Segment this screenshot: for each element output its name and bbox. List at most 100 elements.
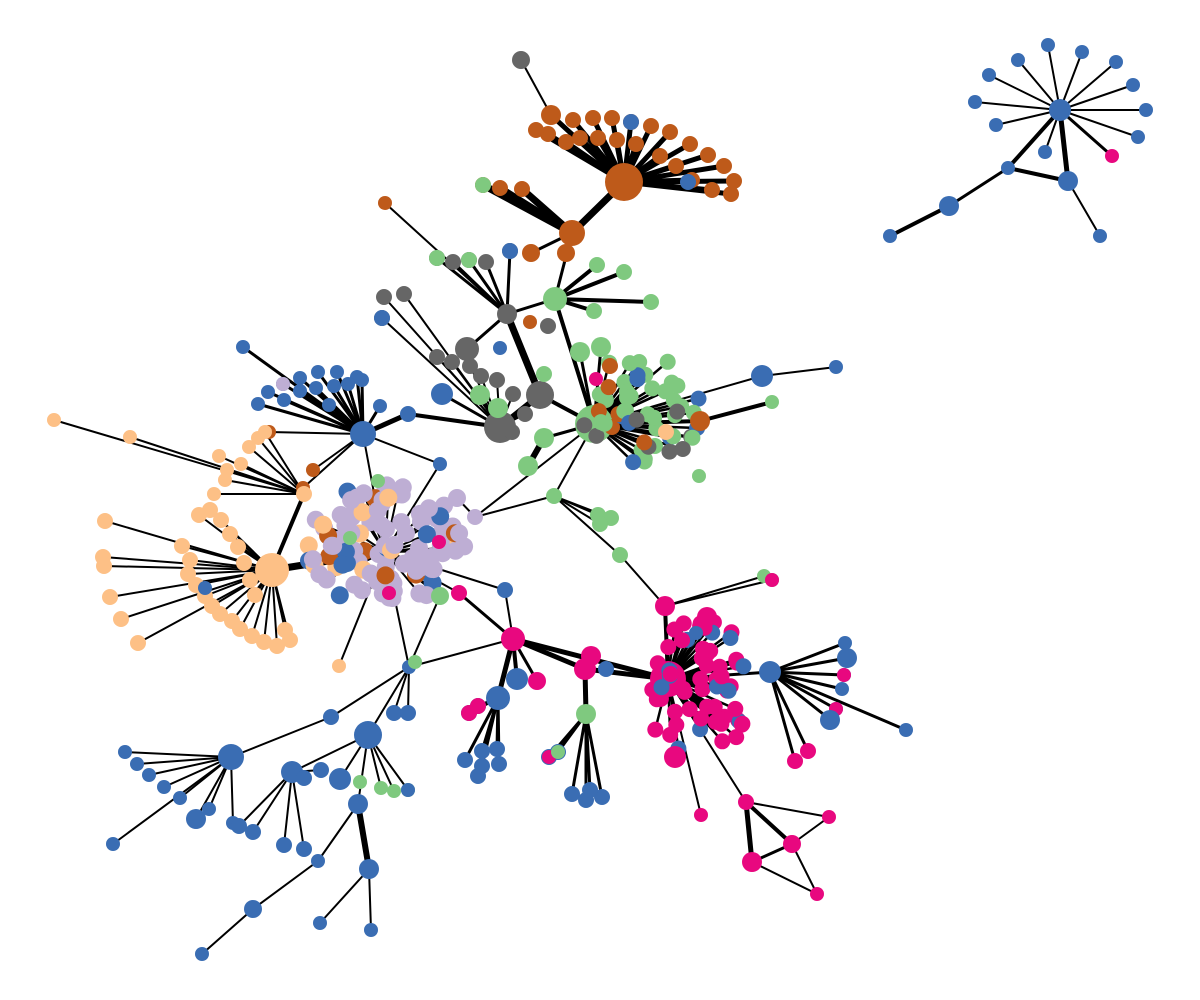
graph-node: [706, 698, 723, 715]
graph-node: [474, 758, 490, 774]
graph-node: [368, 501, 387, 520]
graph-edge: [619, 554, 666, 607]
graph-edge: [1067, 180, 1101, 237]
graph-edge: [584, 712, 592, 792]
graph-edge: [136, 756, 232, 765]
graph-node: [350, 421, 376, 447]
graph-node: [195, 947, 209, 961]
graph-edge: [791, 843, 818, 895]
graph-node: [202, 502, 218, 518]
graph-edge: [768, 641, 847, 674]
graph-node: [309, 381, 323, 395]
graph-edge: [252, 860, 319, 910]
graph-node: [512, 51, 530, 69]
graph-node: [222, 526, 238, 542]
graph-node: [218, 473, 232, 487]
graph-node: [564, 786, 580, 802]
graph-node: [647, 721, 664, 738]
graph-node: [989, 118, 1003, 132]
graph-node: [429, 349, 445, 365]
graph-edge: [553, 495, 621, 556]
graph-edge: [974, 101, 1061, 111]
graph-node: [968, 95, 982, 109]
graph-node: [373, 399, 387, 413]
graph-node: [207, 487, 221, 501]
graph-node: [255, 553, 289, 587]
graph-node: [489, 741, 505, 757]
graph-edge: [240, 463, 305, 495]
graph-node: [680, 174, 696, 190]
graph-node: [612, 547, 628, 563]
graph-node: [251, 397, 265, 411]
graph-node: [180, 566, 196, 582]
graph-node: [674, 441, 691, 457]
graph-edge: [888, 204, 951, 238]
graph-node: [341, 377, 355, 391]
graph-node: [838, 636, 852, 650]
graph-node: [462, 358, 478, 374]
graph-edge: [238, 771, 293, 827]
graph-node: [600, 379, 617, 396]
graph-edge: [302, 433, 364, 489]
graph-node: [648, 691, 665, 708]
graph-node: [1075, 45, 1089, 59]
graph-node: [306, 463, 320, 477]
graph-node: [486, 686, 510, 710]
graph-node: [333, 555, 352, 574]
graph-node: [332, 659, 346, 673]
graph-node: [590, 130, 606, 146]
graph-node: [629, 367, 646, 384]
graph-node: [589, 372, 603, 386]
graph-edge: [1059, 84, 1134, 111]
graph-node: [348, 794, 368, 814]
graph-node: [783, 835, 801, 853]
graph-node: [523, 315, 537, 329]
graph-edge: [330, 666, 410, 718]
nodes-layer: [47, 38, 1153, 961]
graph-edge: [744, 800, 794, 846]
graph-node: [386, 705, 402, 721]
graph-node: [213, 512, 229, 528]
graph-node: [102, 589, 118, 605]
graph-node: [759, 661, 781, 683]
graph-node: [558, 134, 574, 150]
graph-node: [256, 634, 272, 650]
graph-node: [497, 582, 513, 598]
graph-node: [353, 503, 372, 522]
graph-edge: [520, 59, 552, 116]
graph-node: [313, 762, 329, 778]
graph-node: [330, 365, 344, 379]
graph-node: [502, 243, 518, 259]
graph-edge: [553, 270, 626, 301]
graph-node: [694, 808, 708, 822]
graph-node: [662, 666, 679, 682]
graph-node: [526, 381, 554, 409]
graph-node: [400, 705, 416, 721]
graph-node: [543, 287, 567, 311]
graph-node: [371, 474, 385, 488]
graph-node: [1126, 78, 1140, 92]
graph-node: [244, 900, 262, 918]
graph-node: [473, 368, 489, 384]
graph-node: [174, 538, 190, 554]
graph-node: [230, 539, 246, 555]
graph-node: [445, 254, 461, 270]
graph-node: [820, 710, 840, 730]
graph-node: [474, 743, 490, 759]
graph-node: [202, 802, 216, 816]
graph-node: [247, 587, 263, 603]
graph-node: [382, 586, 396, 600]
graph-node: [517, 406, 533, 422]
graph-node: [598, 661, 614, 677]
graph-edge: [112, 756, 232, 845]
graph-edge: [510, 636, 588, 672]
graph-node: [528, 122, 544, 138]
graph-node: [621, 355, 638, 372]
graph-node: [218, 744, 244, 770]
graph-edge: [664, 579, 773, 607]
graph-edge: [698, 400, 774, 423]
graph-edge: [393, 666, 410, 714]
graph-node: [596, 415, 613, 432]
graph-node: [467, 509, 483, 525]
graph-node: [643, 118, 659, 134]
